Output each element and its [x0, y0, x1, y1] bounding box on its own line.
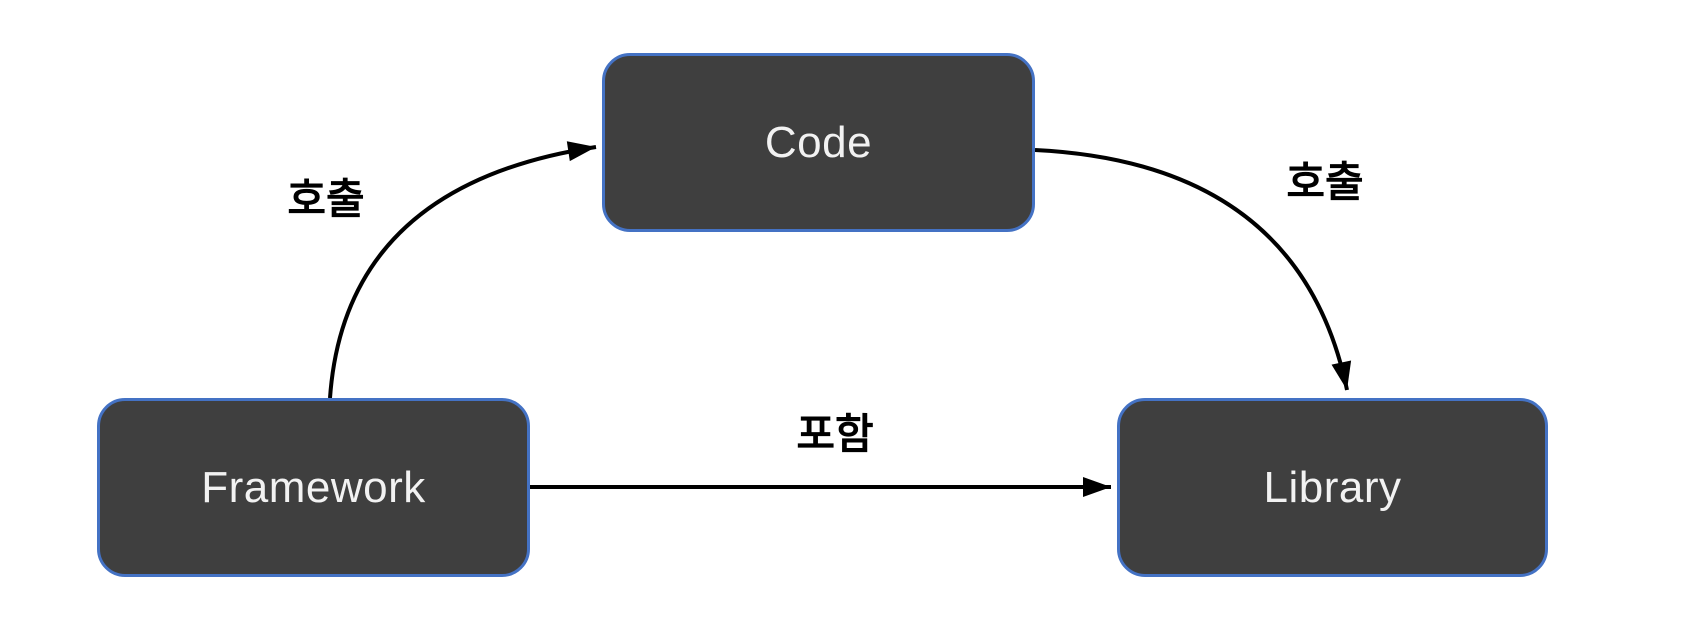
edge-label-call-code-library: 호출	[1286, 158, 1364, 206]
arrow-framework-to-code	[328, 141, 597, 399]
node-code-label: Code	[764, 117, 873, 167]
node-framework-label: Framework	[201, 462, 426, 512]
node-code: Code	[602, 53, 1035, 232]
edge-label-call-framework-code: 호출	[287, 175, 365, 223]
arrow-code-to-library	[1034, 148, 1352, 391]
node-library-label: Library	[1263, 462, 1402, 512]
node-framework: Framework	[97, 398, 530, 577]
edge-label-include-framework-library: 포함	[796, 410, 874, 458]
node-library: Library	[1117, 398, 1548, 577]
